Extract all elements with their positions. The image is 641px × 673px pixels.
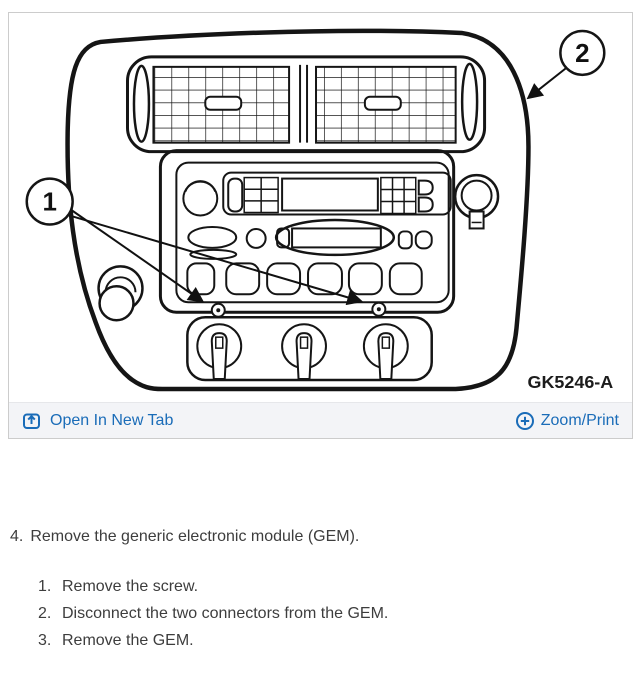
open-in-new-tab-link[interactable]: Open In New Tab <box>22 411 173 430</box>
figure-panel: 1 2 GK5246-A Open In New Tab <box>8 12 633 439</box>
dashboard-diagram-svg: 1 2 GK5246-A <box>25 28 613 392</box>
instructions-block: 4. Remove the generic electronic module … <box>0 528 641 654</box>
open-in-new-tab-label: Open In New Tab <box>50 411 174 429</box>
substep-text: Remove the screw. <box>62 578 199 595</box>
figure-toolbar: Open In New Tab Zoom/Print <box>9 402 632 438</box>
zoom-print-link[interactable]: Zoom/Print <box>515 411 619 431</box>
callout-1-arrow-right <box>72 215 364 306</box>
dashboard-outline <box>65 28 531 392</box>
step-number: 4. <box>10 528 24 545</box>
callout-1: 1 <box>25 177 74 226</box>
climate-controls <box>186 315 433 382</box>
headlight-knob <box>453 173 500 230</box>
substep-text: Disconnect the two connectors from the G… <box>62 605 389 622</box>
zoom-plus-icon <box>515 411 535 431</box>
callout-1-arrow-left <box>70 208 205 303</box>
substep-number: 1. <box>38 578 52 595</box>
substep-list: 1. Remove the screw. 2. Disconnect the t… <box>38 573 641 654</box>
callout-2-arrow <box>526 67 567 100</box>
radio-unit <box>158 149 456 314</box>
substep-number: 2. <box>38 605 52 622</box>
callout-2-number: 2 <box>575 40 589 68</box>
substep-1: 1. Remove the screw. <box>38 573 641 600</box>
substep-3: 3. Remove the GEM. <box>38 627 641 654</box>
air-vents <box>125 55 487 154</box>
dashboard-diagram: 1 2 GK5246-A <box>9 13 632 402</box>
dimmer-knob <box>97 265 144 322</box>
step-4: 4. Remove the generic electronic module … <box>10 528 641 546</box>
substep-2: 2. Disconnect the two connectors from th… <box>38 600 641 627</box>
substep-text: Remove the GEM. <box>62 632 194 649</box>
zoom-print-label: Zoom/Print <box>540 411 619 429</box>
callout-2: 2 <box>559 29 606 77</box>
screws <box>210 301 387 318</box>
step-text: Remove the generic electronic module (GE… <box>30 528 360 545</box>
callout-1-number: 1 <box>42 188 56 216</box>
substep-number: 3. <box>38 632 52 649</box>
open-in-new-tab-icon <box>22 411 41 430</box>
figure-id-label: GK5246-A <box>527 372 613 392</box>
